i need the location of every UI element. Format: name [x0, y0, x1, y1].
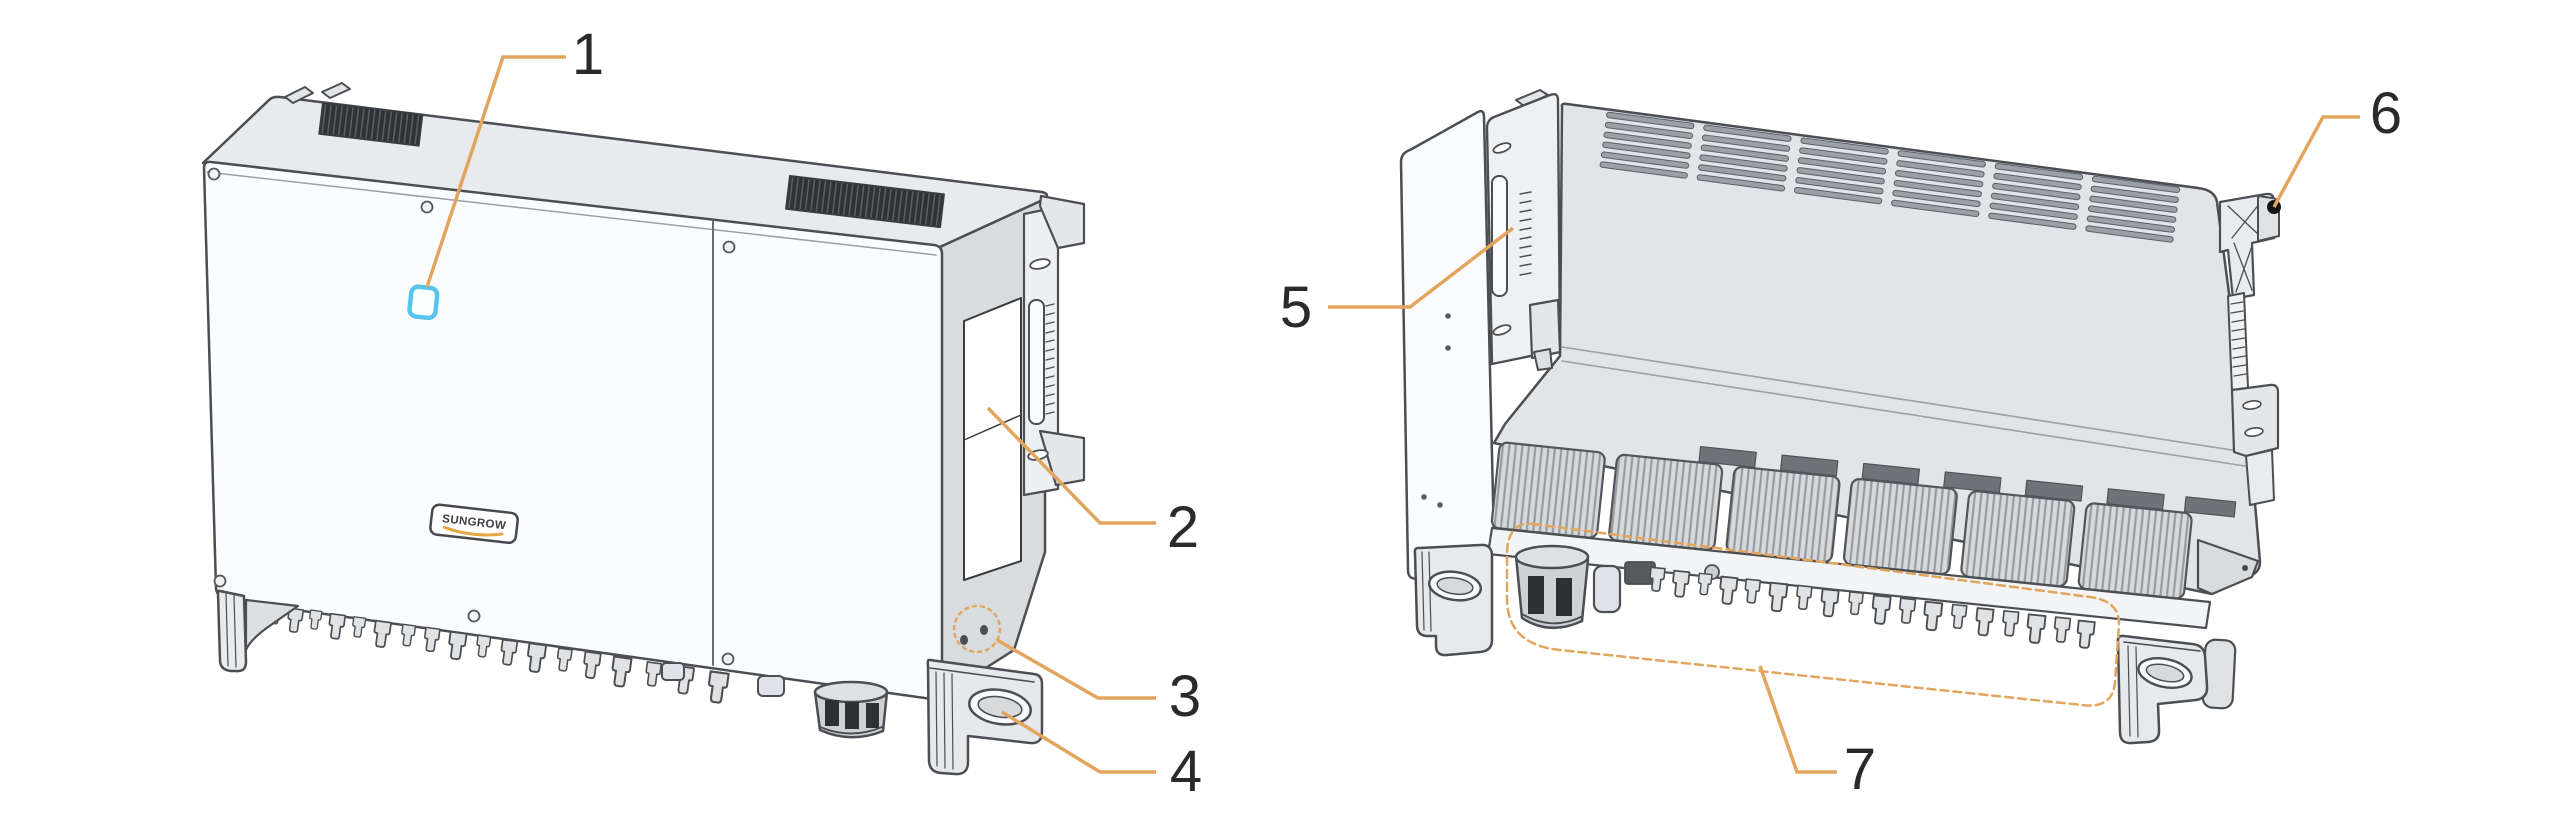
callout-6: 6: [2267, 81, 2402, 214]
top-grille-2: [785, 175, 945, 229]
callout-4: 4: [1001, 710, 1202, 804]
front-view-illustration: SUNGROW: [201, 82, 1086, 776]
rear-mounting-bracket-left: [1485, 89, 1562, 371]
callout-1: 1: [425, 22, 604, 288]
side-label: [963, 297, 1022, 581]
rear-left-foot: [1413, 543, 1494, 657]
rear-mounting-bracket-right: [2218, 192, 2280, 506]
callout-1-leader: [425, 55, 566, 288]
callout-3-leader: [996, 638, 1156, 700]
cable-gland-front: [813, 680, 889, 739]
rear-right-foot: [2116, 634, 2237, 745]
rear-view-illustration: [1399, 89, 2280, 745]
sungrow-logo: SUNGROW: [429, 503, 519, 545]
bottom-wiring-area-outline: [1505, 522, 2121, 707]
callout-2-leader: [986, 406, 1156, 525]
callout-5-leader: [1328, 226, 1515, 309]
callouts: 1 2 3 4 5 6 7: [425, 22, 2402, 804]
front-unit-mount-bracket: [1022, 194, 1086, 497]
rear-corner-piece: [2196, 538, 2260, 596]
callout-2: 2: [986, 406, 1199, 560]
logo-swoosh: [442, 525, 504, 537]
callout-7-leader: [1758, 665, 1837, 774]
top-grille-1: [318, 102, 424, 147]
callout-3: 3: [996, 638, 1201, 729]
top-mount-tabs: [284, 82, 351, 104]
comm-port-front: [661, 662, 785, 697]
vent-valve: [952, 604, 1002, 654]
callout-4-leader: [1001, 710, 1156, 774]
led-indicator: [407, 284, 440, 321]
front-left-foot: [216, 589, 300, 673]
louver-vents: [1599, 111, 2181, 243]
callout-5-number: 5: [1280, 275, 1312, 340]
handle-foot: [926, 658, 1044, 776]
callout-2-number: 2: [1167, 495, 1199, 560]
callout-3-number: 3: [1169, 664, 1201, 729]
callout-5: 5: [1280, 226, 1515, 340]
callout-7: 7: [1758, 665, 1876, 802]
callout-6-number: 6: [2370, 81, 2402, 146]
heat-sink-fins: [1490, 441, 2237, 600]
rear-side-panel: [1399, 109, 1496, 580]
callout-6-leader: [2272, 115, 2360, 208]
callout-1-number: 1: [572, 22, 604, 87]
bottom-tray: [1486, 526, 2212, 630]
cable-gland-rear: [1514, 544, 1720, 630]
callout-7-number: 7: [1844, 737, 1876, 802]
callout-4-number: 4: [1170, 739, 1202, 804]
